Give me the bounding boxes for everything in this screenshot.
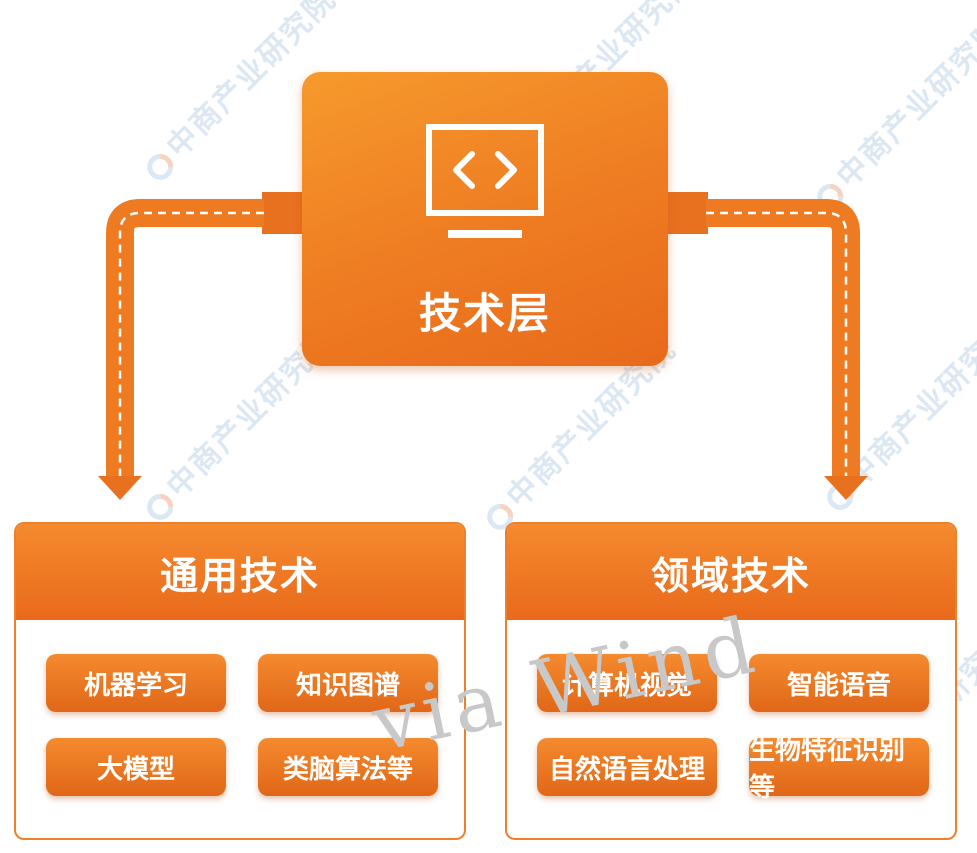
general-tech-title: 通用技术 [16, 524, 464, 620]
domain-tech-item: 自然语言处理 [537, 738, 717, 796]
general-tech-panel: 通用技术 机器学习 知识图谱 大模型 类脑算法等 [14, 522, 466, 840]
general-tech-item: 机器学习 [46, 654, 226, 712]
domain-tech-title: 领域技术 [507, 524, 955, 620]
general-tech-item: 类脑算法等 [258, 738, 438, 796]
left-connector-arrow [98, 192, 304, 500]
general-tech-item: 知识图谱 [258, 654, 438, 712]
domain-tech-item: 计算机视觉 [537, 654, 717, 712]
right-connector-arrow [666, 192, 868, 500]
domain-tech-item: 生物特征识别等 [749, 736, 929, 803]
domain-tech-item: 智能语音 [749, 654, 929, 712]
domain-tech-panel: 领域技术 计算机视觉 智能语音 自然语言处理 生物特征识别等 [505, 522, 957, 840]
code-monitor-icon [426, 124, 544, 238]
tech-layer-title: 技术层 [418, 289, 551, 338]
general-tech-item: 大模型 [46, 738, 226, 796]
tech-layer-box: 技术层 [302, 72, 668, 366]
